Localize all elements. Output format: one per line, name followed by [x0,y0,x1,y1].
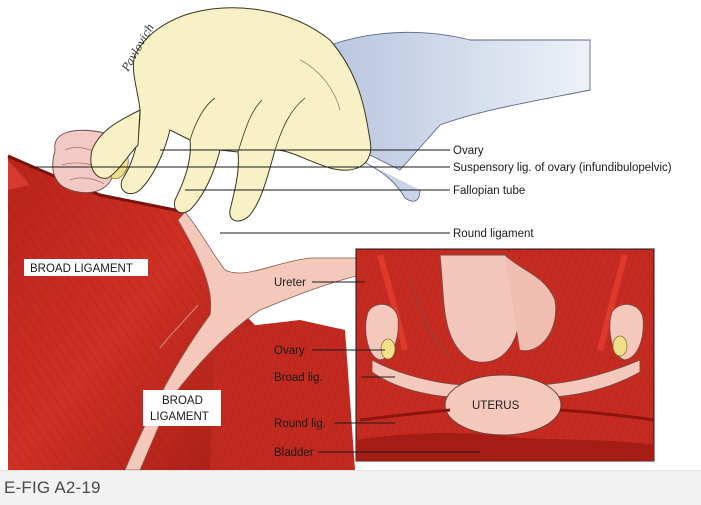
leader-lines [30,149,480,453]
svg-text:LIGAMENT: LIGAMENT [150,411,209,423]
round-ligament-fold [124,211,361,470]
svg-text:BROAD: BROAD [162,395,203,407]
label-broad-lig: Broad lig. [274,372,323,384]
label-bladder: Bladder [274,447,314,459]
label-suspensory-ligament: Suspensory lig. of ovary (infundibulopel… [453,162,672,174]
label-broad-ligament-left: BROAD LIGAMENT [24,259,148,276]
label-broad-ligament-bottom: BROAD LIGAMENT [143,390,221,426]
label-round-ligament: Round ligament [453,228,534,240]
label-ovary-inset: Ovary [274,345,305,357]
gloved-hand-illustration [90,7,591,222]
label-ovary-top: Ovary [453,145,484,157]
label-round-lig: Round lig. [274,418,326,430]
label-uterus: UTERUS [472,400,520,412]
caption-bar: E-FIG A2-19 [0,470,701,505]
inset-uterus-view [355,248,655,462]
svg-text:BROAD LIGAMENT: BROAD LIGAMENT [30,263,133,275]
label-ureter: Ureter [274,277,306,289]
anatomy-illustration: Pavlovich [7,7,672,470]
label-fallopian-tube: Fallopian tube [453,185,525,197]
figure-caption: E-FIG A2-19 [4,478,101,497]
